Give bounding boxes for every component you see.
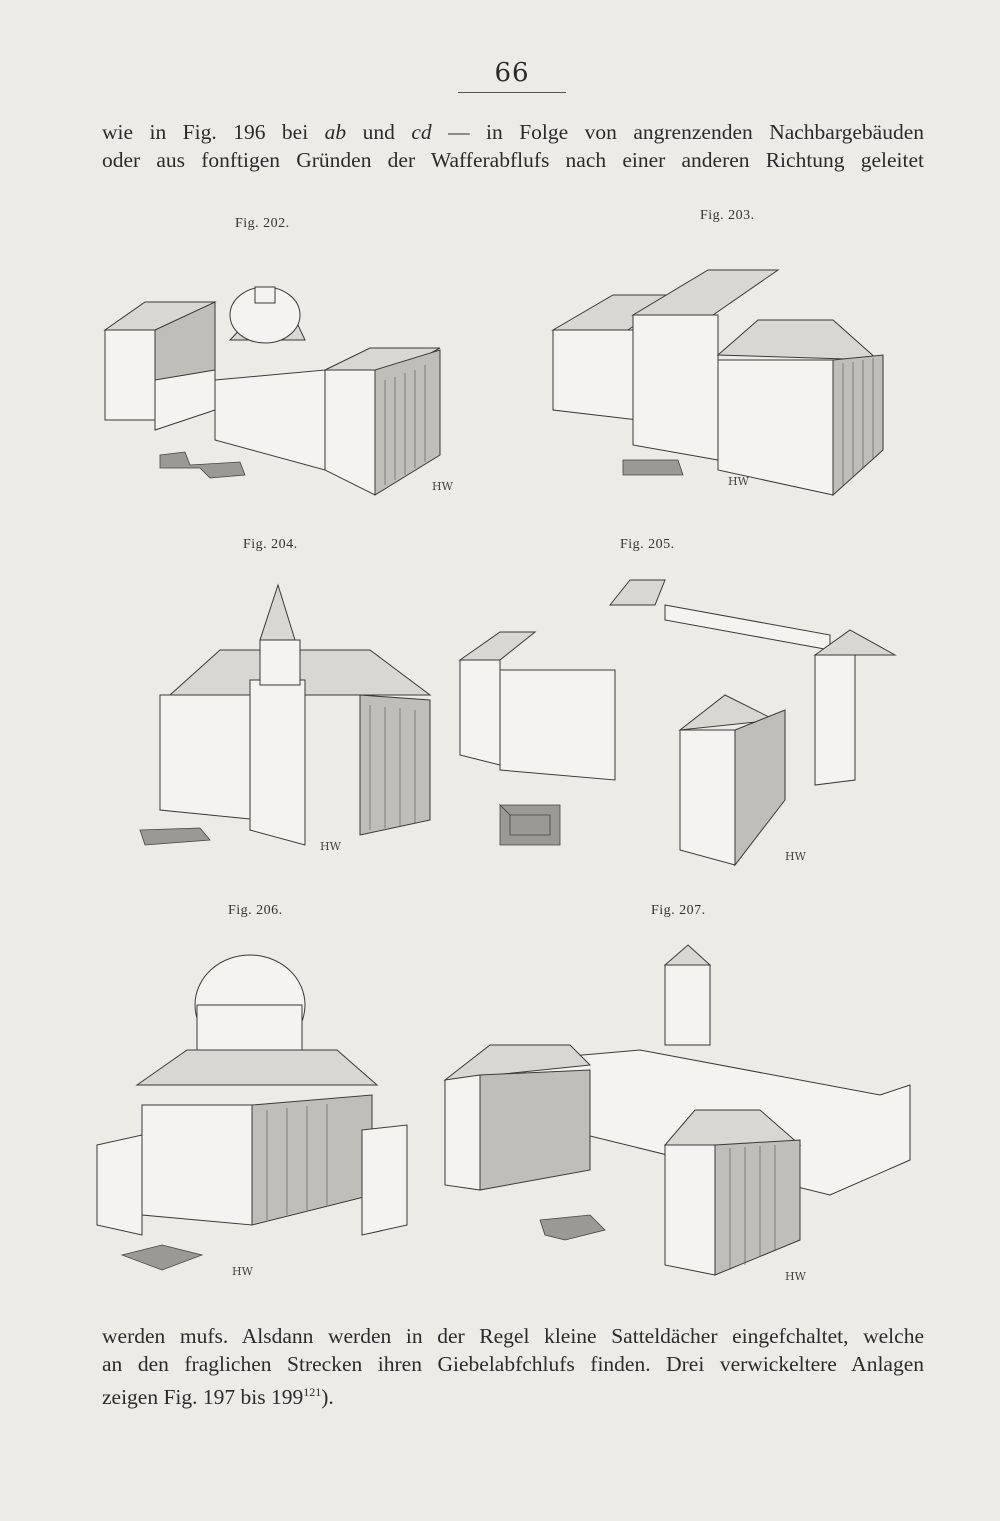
bottom-paragraph-line-2: an den fraglichen Strecken ihren Giebela… [102, 1352, 924, 1376]
page-number: 66 [494, 58, 530, 88]
figure-205-illustration: HW [455, 560, 900, 880]
caption-fig-203: Fig. 203. [700, 208, 755, 223]
bottom-paragraph-line-1: werden mufs. Alsdann werden in der Regel… [102, 1324, 924, 1348]
caption-fig-207: Fig. 207. [651, 903, 706, 918]
figure-207-illustration: HW [440, 935, 920, 1295]
caption-fig-202: Fig. 202. [235, 216, 290, 231]
footnote-ref-121: 121 [303, 1385, 322, 1399]
figure-203-signature: HW [728, 475, 750, 488]
caption-fig-204: Fig. 204. [243, 537, 298, 552]
figure-205-signature: HW [785, 850, 807, 863]
figure-204-illustration: HW [100, 560, 440, 860]
bottom-paragraph: werden mufs. Alsdann werden in der Regel… [102, 1322, 924, 1411]
caption-fig-206: Fig. 206. [228, 903, 283, 918]
figure-207-signature: HW [785, 1270, 807, 1283]
top-paragraph: wie in Fig. 196 bei ab und cd — in Folge… [102, 118, 924, 174]
text-run: und [346, 120, 412, 144]
figure-202-illustration: HW [100, 240, 460, 510]
caption-fig-205: Fig. 205. [620, 537, 675, 552]
figure-203-illustration: HW [548, 240, 928, 500]
text-run: ). [321, 1385, 334, 1410]
figure-202-signature: HW [432, 480, 454, 493]
top-paragraph-line-2: oder aus fonftigen Gründen der Wafferabf… [102, 148, 924, 172]
figure-206-illustration: HW [92, 935, 422, 1295]
text-run: — in Folge von angrenzenden Nachbargebäu… [431, 120, 924, 144]
figure-204-signature: HW [320, 840, 342, 853]
figure-206-signature: HW [232, 1265, 254, 1278]
text-run-italic-cd: cd [411, 120, 432, 144]
page-number-rule [458, 92, 566, 93]
text-run: wie in Fig. 196 bei [102, 120, 325, 144]
bottom-paragraph-line-3: zeigen Fig. 197 bis 199121). [102, 1378, 924, 1411]
text-run-italic-ab: ab [324, 120, 347, 144]
top-paragraph-line-1: wie in Fig. 196 bei ab und cd — in Folge… [102, 118, 924, 146]
text-run: zeigen Fig. 197 bis 199 [102, 1385, 304, 1410]
